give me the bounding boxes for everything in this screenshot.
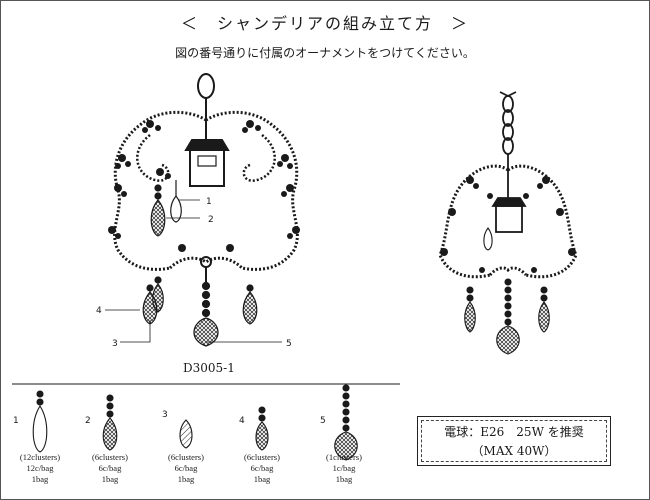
part-1-info: (12clusters) 12c/bag 1bag (12, 452, 68, 485)
part-3-bags: 1bag (177, 474, 195, 484)
part-3-info: (6clusters) 6c/bag 1bag (158, 452, 214, 485)
part-5-info: (1clusters) 1c/bag 1bag (316, 452, 372, 485)
part-4-number: 4 (239, 416, 245, 426)
part-1-number: 1 (13, 416, 19, 426)
callout-5: 5 (286, 339, 292, 349)
part-5-number: 5 (320, 416, 326, 426)
callout-1: 1 (206, 197, 212, 207)
bulb-note-line2: （MAX 40W） (471, 444, 557, 458)
hanging-pendants (464, 227, 550, 355)
part-3-clusters: (6clusters) (168, 452, 204, 462)
part-1-per-bag: 12c/bag (26, 463, 54, 473)
chandelier-hanging-illustration (438, 91, 578, 279)
part-3-number: 3 (162, 410, 168, 420)
part-1-bags: 1bag (31, 474, 49, 484)
page-title: ＜ シャンデリアの組み立て方 ＞ (180, 14, 469, 33)
part-4-clusters: (6clusters) (244, 452, 280, 462)
bulb-note-box: 電球：E26 25W を推奨 （MAX 40W） (417, 416, 611, 466)
part-5-bags: 1bag (335, 474, 353, 484)
part-2-info: (6clusters) 6c/bag 1bag (82, 452, 138, 485)
callout-3: 3 (112, 339, 118, 349)
part-1-clusters: (12clusters) (19, 452, 61, 462)
callout-2: 2 (208, 215, 214, 225)
bulb-note-line1: 電球：E26 25W を推奨 (444, 425, 584, 439)
part-2-number: 2 (85, 416, 91, 426)
part-3-per-bag: 6c/bag (174, 463, 198, 473)
bead-clusters (108, 120, 300, 252)
part-2-bags: 1bag (101, 474, 119, 484)
hanging-bead-clusters (440, 176, 576, 273)
part-5-clusters: (1clusters) (326, 452, 362, 462)
part-2-clusters: (6clusters) (92, 452, 128, 462)
main-pendants (142, 180, 258, 347)
model-number: D3005-1 (183, 361, 235, 375)
chandelier-main-illustration (113, 73, 299, 282)
part-2-per-bag: 6c/bag (98, 463, 122, 473)
callout-4: 4 (96, 306, 102, 316)
part-4-info: (6clusters) 6c/bag 1bag (234, 452, 290, 485)
callout-leaders (105, 199, 282, 343)
page-subtitle: 図の番号通りに付属のオーナメントをつけてください。 (175, 46, 475, 60)
parts-illustrations (32, 384, 358, 461)
part-4-per-bag: 6c/bag (250, 463, 274, 473)
part-4-bags: 1bag (253, 474, 271, 484)
part-5-per-bag: 1c/bag (332, 463, 356, 473)
bulb-note-inner: 電球：E26 25W を推奨 （MAX 40W） (421, 420, 607, 462)
